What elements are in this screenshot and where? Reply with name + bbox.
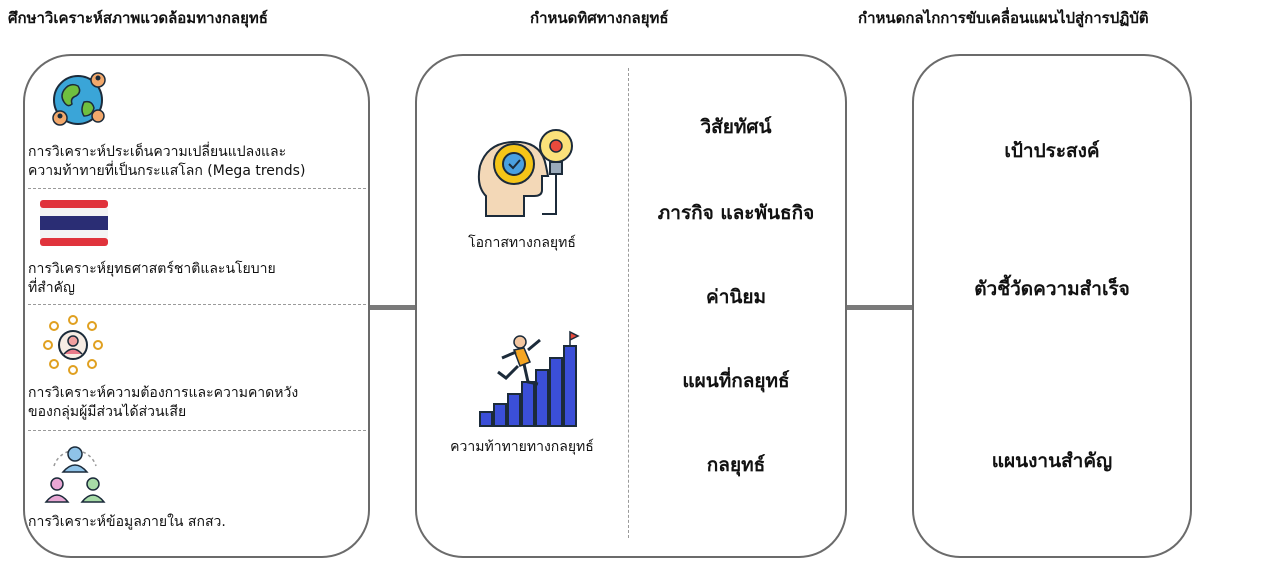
column-title-environment: ศึกษาวิเคราะห์สภาพแวดล้อมทางกลยุทธ์ [8, 9, 268, 27]
mechanism-item-kpi: ตัวชี้วัดความสำเร็จ [974, 278, 1130, 300]
direction-item-mission: ภารกิจ และพันธกิจ [657, 202, 815, 224]
direction-item-values: ค่านิยม [705, 286, 767, 308]
challenge-label: ความท้าทายทางกลยุทธ์ [450, 439, 594, 455]
direction-item-vision: วิสัยทัศน์ [700, 116, 772, 138]
globe-people-icon [52, 72, 106, 126]
left-item-text-3: การวิเคราะห์ความต้องการและความคาดหวังของ… [28, 385, 299, 420]
middle-divider [628, 68, 629, 538]
thailand-flag-icon [40, 200, 108, 246]
team-people-icon [44, 446, 106, 503]
connector-left [368, 305, 420, 310]
left-item-text-2: การวิเคราะห์ยุทธศาสตร์ชาติและนโยบายที่สำ… [28, 261, 276, 296]
mechanism-item-goal: เป้าประสงค์ [1004, 140, 1100, 162]
gear-bulb-head-icon [477, 129, 573, 217]
left-item-text-4: การวิเคราะห์ข้อมูลภายใน สกสว. [28, 514, 226, 530]
direction-item-strategy: กลยุทธ์ [706, 454, 766, 476]
left-separator-2 [28, 304, 366, 305]
environment-panel [23, 54, 370, 558]
stairs-climb-icon [479, 330, 580, 427]
left-separator-1 [28, 188, 366, 189]
stakeholder-network-icon [43, 315, 103, 375]
left-separator-3 [28, 430, 366, 431]
left-item-text-1: การวิเคราะห์ประเด็นความเปลี่ยนแปลงและควา… [28, 144, 306, 179]
direction-panel [415, 54, 847, 558]
mechanism-panel [912, 54, 1192, 558]
opportunity-label: โอกาสทางกลยุทธ์ [468, 235, 576, 251]
direction-item-strategy-map: แผนที่กลยุทธ์ [682, 370, 790, 392]
mechanism-item-key-plan: แผนงานสำคัญ [991, 450, 1113, 472]
column-title-direction: กำหนดทิศทางกลยุทธ์ [530, 9, 669, 27]
column-title-mechanism: กำหนดกลไกการขับเคลื่อนแผนไปสู่การปฏิบัติ [858, 9, 1149, 27]
connector-right [845, 305, 915, 310]
